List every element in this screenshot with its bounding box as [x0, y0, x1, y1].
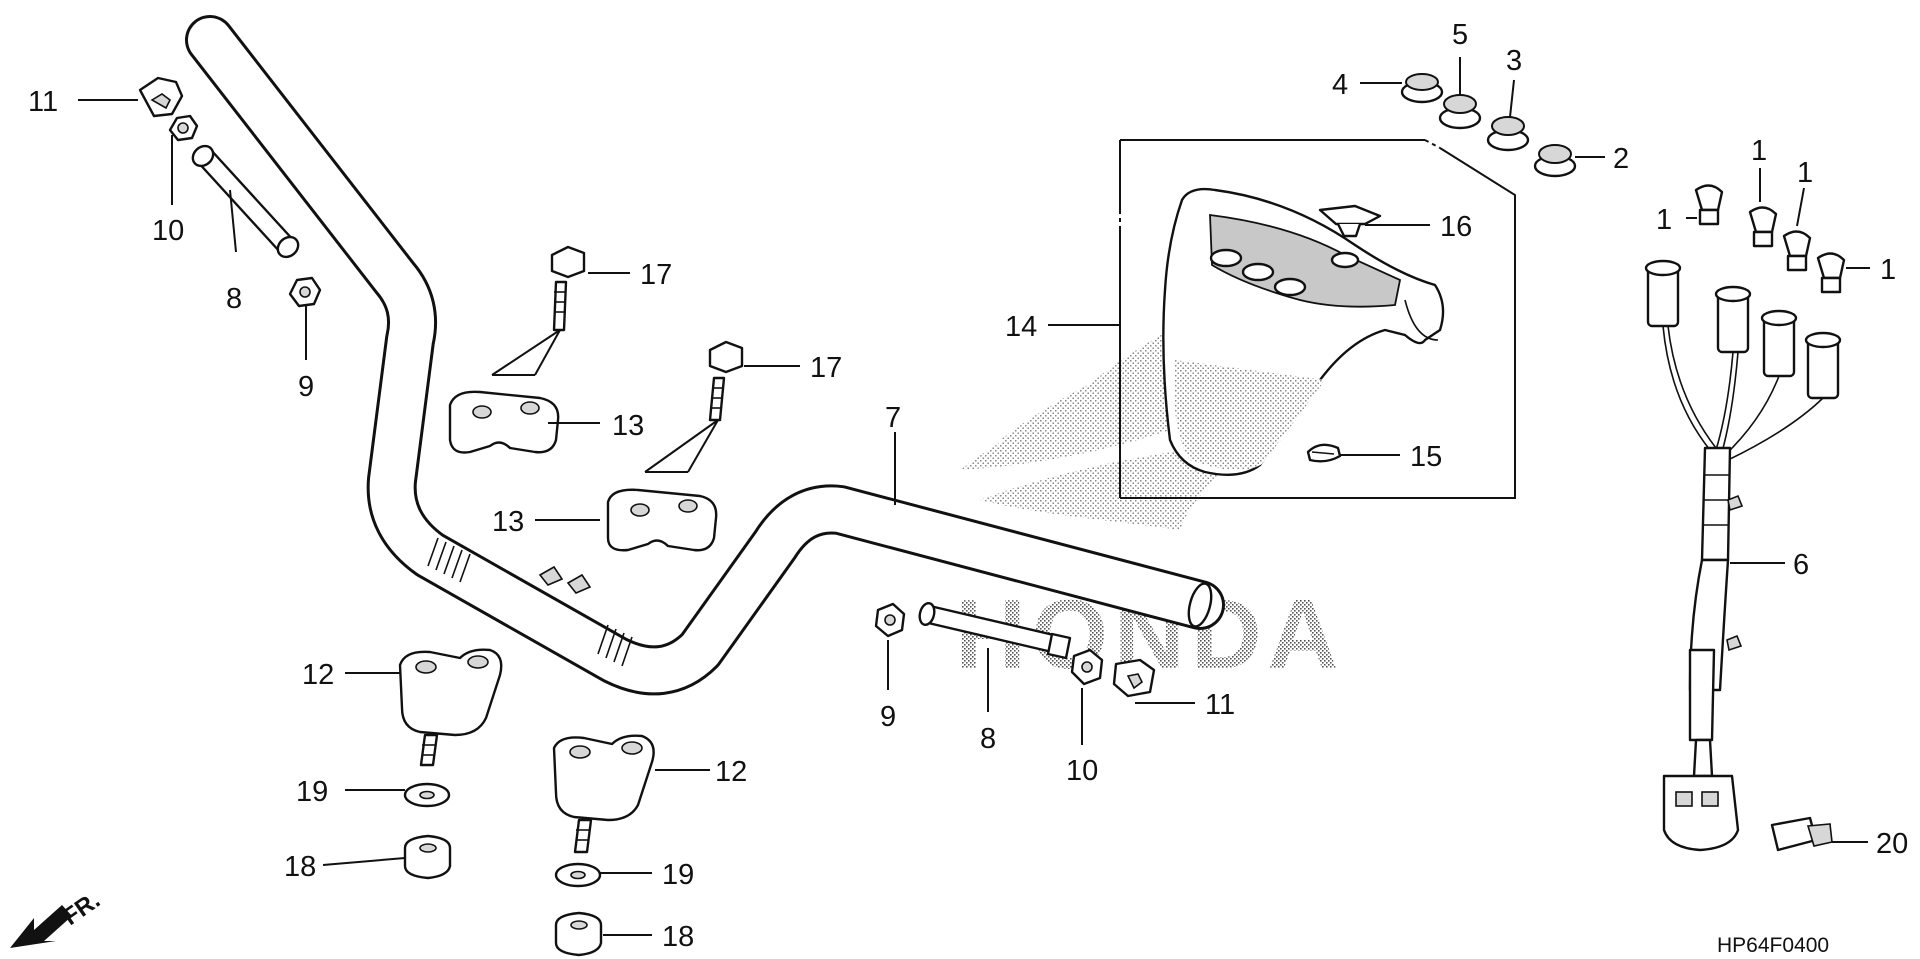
callout-1-c: 1: [1797, 157, 1813, 189]
callout-19-left: 19: [296, 776, 328, 808]
weight-rubber-left-inner[interactable]: [288, 276, 322, 308]
plug-2[interactable]: [1533, 144, 1577, 178]
nut-2[interactable]: [554, 911, 603, 957]
holder-lower-1-stud: [419, 733, 439, 767]
holder-lower-2[interactable]: [552, 734, 655, 822]
callout-13-upper: 13: [612, 410, 644, 442]
callout-9-left: 9: [298, 371, 314, 403]
handlebar-marks: [538, 565, 592, 594]
callout-14: 14: [1005, 311, 1037, 343]
callout-12-left: 12: [302, 659, 334, 691]
bulb-1-b[interactable]: [1748, 206, 1778, 248]
weight-rubber-left-outer[interactable]: [168, 114, 199, 142]
callout-8-right: 8: [980, 723, 996, 755]
callout-8-left: 8: [226, 283, 242, 315]
callout-2: 2: [1613, 143, 1629, 175]
callout-5: 5: [1452, 19, 1468, 51]
callout-18-right: 18: [662, 921, 694, 953]
bulb-1-c[interactable]: [1782, 230, 1812, 272]
callout-1-b: 1: [1751, 135, 1767, 167]
weight-rubber-right-outer[interactable]: [1070, 648, 1104, 686]
nut-1[interactable]: [403, 834, 452, 880]
bar-end-cap-left[interactable]: [138, 76, 184, 118]
callout-13-lower: 13: [492, 506, 524, 538]
handlebar-knurl-right: [597, 624, 633, 667]
handlebar[interactable]: [185, 15, 1225, 696]
callout-17-lower: 17: [810, 352, 842, 384]
callout-11-right: 11: [1205, 689, 1235, 721]
callout-11-left: 11: [28, 86, 58, 118]
callout-1-d: 1: [1880, 254, 1896, 286]
holder-bolt-1[interactable]: [550, 245, 586, 332]
callout-3: 3: [1506, 45, 1522, 77]
washer-1[interactable]: [403, 782, 451, 808]
callout-7: 7: [885, 402, 901, 434]
diagram-code: HP64F0400: [1717, 934, 1829, 957]
handlebar-cover[interactable]: [1162, 187, 1445, 476]
callout-19-right: 19: [662, 859, 694, 891]
front-arrow-icon: FR.: [10, 887, 105, 948]
callout-1-a: 1: [1656, 204, 1672, 236]
holder-upper-1[interactable]: [448, 390, 560, 454]
handlebar-knurl-left: [427, 537, 471, 583]
holder-bolt-2[interactable]: [708, 340, 744, 422]
callout-labels: 11 10 8 9 17 13 17 13 7 12 19 18 12 19 1…: [28, 19, 1908, 953]
plug-5[interactable]: [1438, 94, 1482, 130]
bulb-1-a[interactable]: [1694, 184, 1724, 226]
connector-20[interactable]: [1770, 816, 1833, 852]
callout-12-right: 12: [715, 756, 747, 788]
bulb-1-d[interactable]: [1816, 252, 1846, 294]
holder-lower-2-stud: [573, 818, 593, 854]
callout-6: 6: [1793, 549, 1809, 581]
plug-4[interactable]: [1400, 73, 1444, 104]
cover-grommet[interactable]: [1306, 443, 1342, 463]
callout-18-left: 18: [284, 851, 316, 883]
washer-2[interactable]: [554, 862, 602, 888]
callout-17-upper: 17: [640, 259, 672, 291]
socket-harness[interactable]: [1644, 259, 1842, 852]
bar-end-weight-right[interactable]: [918, 601, 1072, 660]
callout-10-left: 10: [152, 215, 184, 247]
bar-end-cap-right[interactable]: [1112, 658, 1156, 698]
cover-clip[interactable]: [1318, 204, 1382, 238]
leader-lines: [78, 57, 1870, 936]
callout-16: 16: [1440, 211, 1472, 243]
holder-lower-1[interactable]: [398, 648, 503, 737]
front-indicator-label: FR.: [58, 887, 105, 931]
callout-15: 15: [1410, 441, 1442, 473]
callout-4: 4: [1332, 69, 1348, 101]
callout-20: 20: [1876, 828, 1908, 860]
weight-rubber-right-inner[interactable]: [874, 602, 906, 638]
callout-9-right: 9: [880, 701, 896, 733]
holder-upper-2[interactable]: [606, 488, 718, 552]
callout-10-right: 10: [1066, 755, 1098, 787]
assembly-box-14: [1119, 139, 1516, 499]
bar-end-weight-left[interactable]: [189, 142, 302, 261]
plug-3[interactable]: [1486, 116, 1530, 152]
